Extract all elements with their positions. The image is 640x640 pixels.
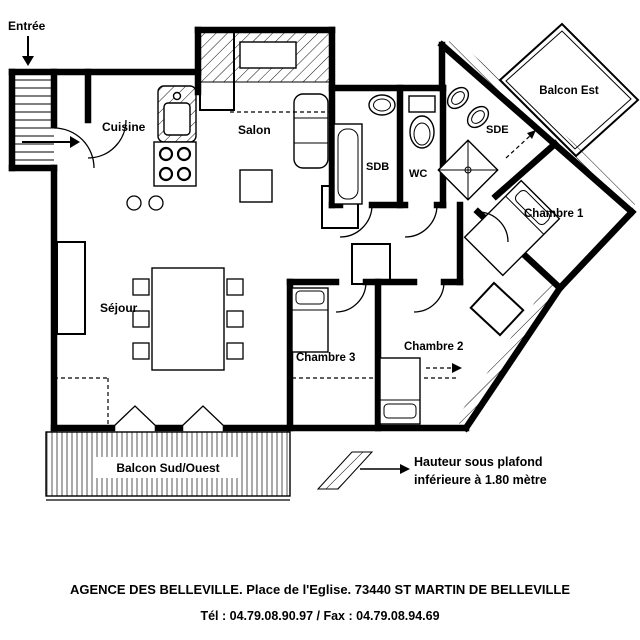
wardrobe-icon (351, 243, 391, 285)
room-label-sejour: Séjour (100, 301, 138, 315)
legend: Hauteur sous plafond inférieure à 1.80 m… (316, 451, 547, 490)
bathtub-icon (333, 123, 363, 205)
chambre2-access-arrow-icon (426, 363, 462, 373)
wardrobe-icon (199, 31, 235, 111)
coffee-table-icon (239, 169, 273, 203)
stool-icon (148, 195, 164, 211)
washbasin-icon (368, 94, 396, 116)
legend-text-line2: inférieure à 1.80 mètre (414, 473, 547, 487)
dining-set (132, 267, 244, 371)
room-label-chambre2: Chambre 2 (404, 341, 463, 353)
kitchen-fixtures (126, 85, 197, 211)
balcony-southwest (45, 431, 291, 501)
chair-icon (132, 310, 150, 328)
room-label-balcon-sud-ouest: Balcon Sud/Ouest (116, 461, 219, 475)
chair-icon (226, 342, 244, 360)
toilet-icon (408, 95, 436, 149)
walls (8, 26, 637, 433)
chair-icon (132, 342, 150, 360)
cabinet-icon (239, 41, 297, 69)
wardrobe-icon (469, 281, 525, 337)
balcony-east (498, 22, 640, 158)
shower-icon (437, 139, 499, 201)
dining-table-icon (151, 267, 225, 371)
bed-icon-chambre1 (463, 179, 561, 277)
bed-icon-chambre2 (379, 357, 421, 425)
agency-phone-line: Tél : 04.79.08.90.97 / Fax : 04.79.08.94… (200, 609, 439, 623)
door-swings (53, 119, 509, 429)
french-door-icon (179, 405, 227, 429)
kitchen-sink-icon (163, 102, 191, 136)
ceiling-boundary-dashes (54, 111, 456, 428)
stool-icon (126, 195, 142, 211)
room-labels: Entrée Cuisine Salon SDB WC SDE Balcon E… (8, 19, 599, 475)
sofa-icon (293, 93, 329, 169)
legend-arrow-icon (360, 464, 410, 474)
room-label-salon: Salon (238, 123, 271, 137)
salon-furniture (239, 41, 329, 203)
stairs-direction-arrow-icon (22, 136, 80, 148)
wardrobe-icon (56, 241, 86, 335)
room-label-sde: SDE (486, 124, 509, 136)
faucet-icon (172, 91, 182, 101)
bed-icon-chambre3 (291, 287, 329, 353)
chair-icon (132, 278, 150, 296)
room-label-chambre3: Chambre 3 (296, 352, 355, 364)
chair-icon (226, 278, 244, 296)
sde-access-arrow-icon (505, 130, 536, 159)
legend-text-line1: Hauteur sous plafond (414, 455, 542, 469)
agency-address-line: AGENCE DES BELLEVILLE. Place de l'Eglise… (70, 582, 570, 597)
room-label-cuisine: Cuisine (102, 120, 146, 134)
legend-hatch-icon (316, 451, 374, 490)
footer: AGENCE DES BELLEVILLE. Place de l'Eglise… (70, 582, 570, 623)
chair-icon (226, 310, 244, 328)
room-label-chambre1: Chambre 1 (524, 208, 584, 220)
washbasin-icon (446, 86, 470, 110)
bathroom-fixtures (333, 86, 499, 205)
french-door-icon (111, 405, 159, 429)
room-label-balcon-est: Balcon Est (539, 85, 599, 97)
arrows (22, 36, 536, 373)
stove-icon (153, 141, 197, 187)
entrance-down-arrow-icon (22, 36, 34, 66)
washbasin-icon (466, 105, 490, 129)
room-label-entree: Entrée (8, 19, 46, 33)
staircase (12, 79, 54, 161)
room-label-wc: WC (409, 168, 427, 180)
room-label-sdb: SDB (366, 161, 389, 173)
beds (291, 179, 561, 425)
